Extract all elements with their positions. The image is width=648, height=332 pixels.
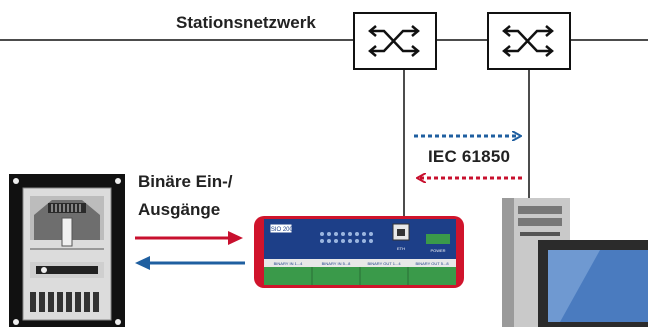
- switch-left: [353, 12, 437, 70]
- switch-left-icon: [368, 25, 420, 57]
- drop-lines: [403, 69, 530, 225]
- protocol-label: IEC 61850: [428, 147, 511, 166]
- terminal-label: BINARY IN 1...4: [274, 261, 304, 266]
- breaker-device: [9, 174, 125, 327]
- network-label: Stationsnetzwerk: [176, 13, 316, 32]
- terminal-label: BINARY IN 5...8: [322, 261, 352, 266]
- device-power-label: POWER: [430, 248, 445, 253]
- monitor-icon: [538, 240, 648, 327]
- isio-device: ISIO 200 ETH POWER BINARY IN 1...4 BINAR…: [254, 216, 464, 288]
- led-grid: [320, 232, 373, 243]
- device-model-label: ISIO 200: [269, 227, 293, 233]
- binary-arrow-out: [135, 231, 243, 245]
- binary-io-label-line1: Binäre Ein-/: [138, 172, 233, 191]
- switch-right: [487, 12, 571, 70]
- device-port-label: ETH: [397, 246, 405, 251]
- binary-arrow-in: [135, 256, 245, 270]
- switch-right-icon: [502, 25, 554, 57]
- terminal-label: BINARY OUT 1...4: [367, 261, 401, 266]
- terminal-label: BINARY OUT 5...8: [415, 261, 449, 266]
- binary-io-label-line2: Ausgänge: [138, 200, 221, 219]
